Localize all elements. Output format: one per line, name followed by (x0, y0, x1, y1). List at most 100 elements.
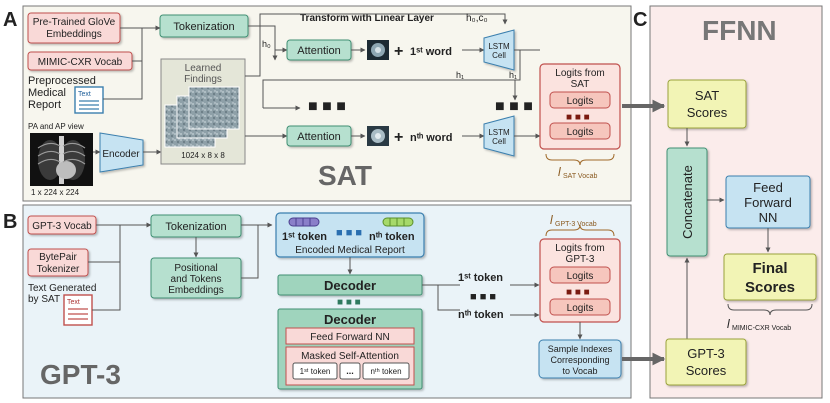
ff-line-3: NN (759, 210, 778, 225)
transform-label: Transform with Linear Layer (300, 13, 434, 24)
context-image-1 (367, 40, 389, 60)
h0c0-label: h₀,c₀ (466, 13, 488, 24)
gpt-brace-sub: GPT-3 Vocab (555, 221, 597, 228)
sat-brace-sub: SAT Vocab (563, 173, 597, 180)
sat-vocab-brace (545, 153, 615, 166)
text-gen-2: by SAT (28, 294, 60, 305)
concatenate-label: Concatenate (680, 165, 695, 239)
context-image-n (367, 126, 389, 146)
report-doc-text: Text (78, 91, 91, 98)
sat-logits-title-2: SAT (571, 79, 590, 90)
in-token-1: 1ˢᵗ token (300, 367, 331, 376)
ff-line-2: Forward (744, 195, 792, 210)
gpt-logits-title-1: Logits from (555, 243, 604, 254)
learned-label-1: Learned (185, 63, 222, 74)
sample-line-2: Corresponding (550, 355, 609, 365)
sat-scores-box (667, 79, 747, 129)
mid-dots-2: ■ ■ ■ (495, 98, 533, 115)
gpt-logits-row-2 (549, 298, 611, 316)
final-2: Scores (745, 279, 795, 296)
pos-emb-2: and Tokens (171, 274, 222, 285)
xray-dims: 1 x 224 x 224 (31, 188, 80, 197)
decoder-dots: ■ ■ ■ (337, 297, 361, 308)
arrow-decoder-outn (437, 285, 460, 311)
gpt-logits-dots: ■ ■ ■ (566, 287, 590, 298)
out-token-1: 1ˢᵗ token (458, 272, 503, 284)
sat-brace-l: l (558, 165, 561, 179)
report-label-3: Report (28, 99, 61, 111)
in-dots-box (339, 362, 361, 380)
arrow-token-down (248, 25, 278, 61)
h1-label-a: h₁ (456, 70, 464, 80)
sat-scores-2: Scores (687, 105, 728, 120)
xray-label: PA and AP view (28, 122, 84, 131)
findings-dims: 1024 x 8 x 8 (181, 151, 225, 160)
decoder-small-label: Decoder (324, 278, 376, 293)
encoder-label: Encoder (102, 149, 140, 160)
sat-logits-row-1 (549, 91, 611, 109)
gpt-scores-2: Scores (686, 363, 727, 378)
token-vector-n-icon (382, 217, 414, 227)
pos-emb-1: Positional (174, 263, 217, 274)
in-token-1-box (292, 362, 338, 380)
glove-line-1: Pre-Trained GloVe (33, 17, 116, 28)
mimic-vocab-label: MIMIC-CXR Vocab (38, 57, 123, 68)
lstm-cell-1 (483, 29, 515, 71)
pos-emb-3: Embeddings (168, 285, 224, 296)
ff-line-1: Feed (753, 180, 783, 195)
plus-1: + (394, 43, 403, 60)
report-label-2: Medical (28, 87, 66, 99)
masked-attention-label: Masked Self-Attention (301, 351, 399, 362)
in-dots: ... (346, 366, 354, 376)
enc-dots: ■ ■ ■ (336, 227, 362, 239)
panel-label-c: C (633, 9, 647, 31)
ffnn-title: FFNN (702, 15, 777, 46)
word-n: nᵗʰ word (410, 132, 452, 144)
ffnn-layer-box (285, 327, 415, 345)
panel-label-b: B (3, 211, 17, 233)
final-brace-l: l (727, 317, 730, 331)
decoder-big-label: Decoder (324, 312, 376, 327)
panel-label-a: A (3, 9, 17, 31)
sat-logits-dots: ■ ■ ■ (566, 112, 590, 123)
arrow-report-token (103, 61, 143, 100)
sat-scores-1: SAT (695, 88, 719, 103)
sat-logits-title-1: Logits from (555, 68, 604, 79)
h0-label: h₀ (262, 39, 271, 49)
feature-maps-image (164, 86, 240, 148)
final-vocab-brace (727, 303, 813, 316)
sample-line-1: Sample Indexes (548, 344, 613, 354)
ffnn-layer-label: Feed Forward NN (310, 332, 389, 343)
final-scores-box (723, 253, 817, 301)
gpt-vocab-brace (545, 224, 615, 237)
glove-line-2: Embeddings (46, 29, 102, 40)
arrow-transform (245, 13, 508, 77)
concatenate-box (666, 147, 708, 257)
lstm-cell-n (483, 115, 515, 157)
gpt-brace-l: l (550, 213, 553, 227)
out-token-n: nᵗʰ token (458, 309, 504, 321)
gpt-scores-box (665, 338, 747, 386)
word-1: 1ˢᵗ word (410, 46, 452, 58)
attention-label-n: Attention (297, 131, 340, 143)
gpt-title: GPT-3 (40, 359, 121, 390)
sat-tokenization-label: Tokenization (173, 21, 234, 33)
bpe-line-1: BytePair (39, 252, 77, 263)
gpt-vocab-label: GPT-3 Vocab (32, 221, 92, 232)
token-vector-1-icon (288, 217, 320, 227)
text-gen-1: Text Generated (28, 283, 96, 294)
gpt-tokenization-label: Tokenization (165, 221, 226, 233)
attention-label-1: Attention (297, 45, 340, 57)
arrow-gpt-inputs-join (92, 224, 121, 311)
generated-text-icon: Text (63, 294, 93, 326)
report-label-1: Preprocessed (28, 75, 96, 87)
final-brace-sub: MIMIC-CXR Vocab (732, 325, 791, 332)
gpt-logits-2: Logits (567, 303, 594, 314)
lstm-1-line-2: Cell (492, 51, 506, 60)
arrow-pos-up (241, 225, 259, 279)
learned-label-2: Findings (184, 74, 222, 85)
gpt-logits-title-2: GPT-3 (566, 254, 595, 265)
in-token-n-box (362, 362, 410, 380)
gpt-doc-text: Text (67, 299, 80, 306)
